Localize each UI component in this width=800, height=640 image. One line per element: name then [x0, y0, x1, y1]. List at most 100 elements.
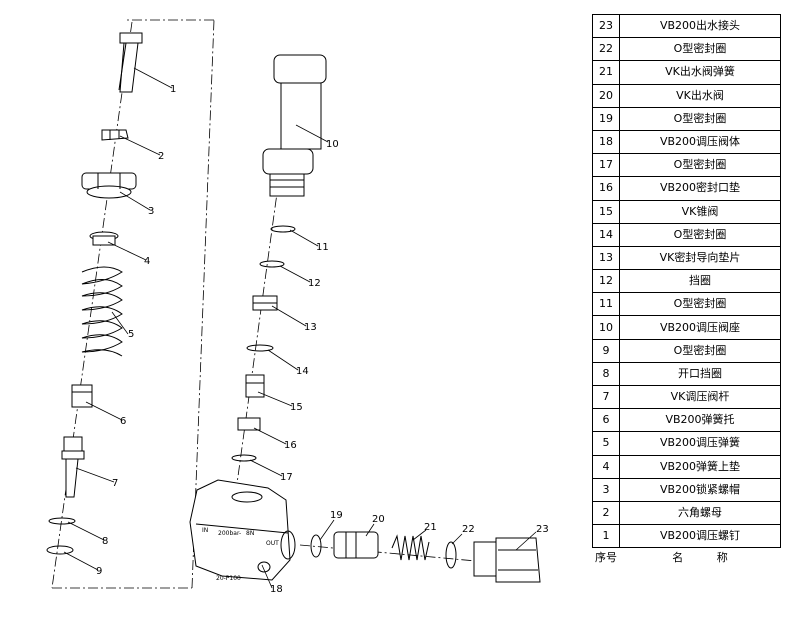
- part-name-cell: VK密封导向垫片: [619, 245, 781, 271]
- part-number-cell: 13: [592, 245, 620, 271]
- part-name-cell: O型密封圈: [619, 222, 781, 247]
- part-number-cell: 15: [592, 199, 620, 224]
- callout-8: 8: [102, 536, 108, 547]
- part-number-cell: 20: [592, 83, 620, 108]
- callout-22: 22: [462, 524, 475, 535]
- body-marking: 8N: [246, 530, 254, 537]
- part-number-cell: 19: [592, 106, 620, 131]
- callout-6: 6: [120, 416, 126, 427]
- callout-labels: 1 2 3 4 5 6 7 8 9 10 11 12 13 14 15 16 1…: [96, 84, 549, 595]
- header-number: 序号: [592, 547, 620, 569]
- part-name-cell: O型密封圈: [619, 106, 781, 131]
- part-20-outlet-valve: [333, 531, 379, 559]
- part-number-cell: 21: [592, 60, 620, 85]
- part-number-cell: 5: [592, 431, 620, 456]
- part-name-cell: O型密封圈: [619, 338, 781, 363]
- part-number-cell: 7: [592, 384, 620, 410]
- body-marking: 200bar-: [218, 530, 241, 537]
- part-14-o-ring: [246, 344, 274, 352]
- part-name-cell: VB200弹簧托: [619, 408, 781, 433]
- part-23-outlet-fitting: [473, 537, 541, 583]
- callout-9: 9: [96, 566, 102, 577]
- callout-23: 23: [536, 524, 549, 535]
- callout-12: 12: [308, 278, 321, 289]
- callout-3: 3: [148, 206, 154, 217]
- part-name-cell: VB200弹簧上垫: [619, 454, 781, 479]
- part-number-cell: 22: [592, 37, 620, 62]
- part-name-cell: VB200密封口垫: [619, 176, 781, 201]
- callout-18: 18: [270, 584, 283, 595]
- part-number-cell: 18: [592, 129, 620, 155]
- part-2-hex-nut: [101, 129, 129, 141]
- part-6-spring-seat: [71, 384, 93, 408]
- callout-13: 13: [304, 322, 317, 333]
- callout-4: 4: [144, 256, 150, 267]
- part-number-cell: 3: [592, 477, 620, 502]
- part-1-adjusting-screw: [118, 32, 143, 93]
- parts-header-row: 序号名 称: [592, 547, 781, 569]
- callout-10: 10: [326, 139, 339, 150]
- part-name-cell: VK锥阀: [619, 199, 781, 224]
- callout-5: 5: [128, 329, 134, 340]
- part-21-outlet-spring: [391, 534, 430, 561]
- part-4-spring-pad: [89, 231, 119, 246]
- callout-19: 19: [330, 510, 343, 521]
- part-name-cell: VB200调压螺钉: [619, 524, 781, 549]
- part-number-cell: 23: [592, 13, 620, 39]
- part-name-cell: VB200调压阀体: [619, 129, 781, 155]
- part-number-cell: 12: [592, 269, 620, 294]
- part-number-cell: 10: [592, 315, 620, 340]
- part-11-o-ring: [270, 225, 296, 233]
- part-number-cell: 1: [592, 524, 620, 549]
- callout-1: 1: [170, 84, 176, 95]
- callout-17: 17: [280, 472, 293, 483]
- part-name-cell: VB200调压阀座: [619, 315, 781, 340]
- part-name-cell: 挡圈: [619, 269, 781, 294]
- part-3-lock-cap: [81, 172, 137, 199]
- part-name-cell: VK出水阀: [619, 83, 781, 108]
- part-number-cell: 11: [592, 292, 620, 317]
- part-8-snap-ring: [48, 517, 76, 525]
- body-marking: IN: [202, 527, 208, 534]
- part-number-cell: 6: [592, 408, 620, 433]
- callout-21: 21: [424, 522, 437, 533]
- callout-15: 15: [290, 402, 303, 413]
- part-number-cell: 4: [592, 454, 620, 479]
- part-13-guide-washer: [252, 295, 278, 311]
- part-name-cell: O型密封圈: [619, 153, 781, 178]
- header-name: 名 称: [619, 547, 781, 569]
- part-19-o-ring: [310, 534, 322, 558]
- part-22-o-ring: [445, 541, 457, 569]
- callout-2: 2: [158, 151, 164, 162]
- part-number-cell: 17: [592, 153, 620, 178]
- callout-7: 7: [112, 478, 118, 489]
- part-name-cell: VB200出水接头: [619, 13, 781, 39]
- part-10-valve-seat: [262, 54, 327, 197]
- part-9-o-ring: [46, 545, 74, 555]
